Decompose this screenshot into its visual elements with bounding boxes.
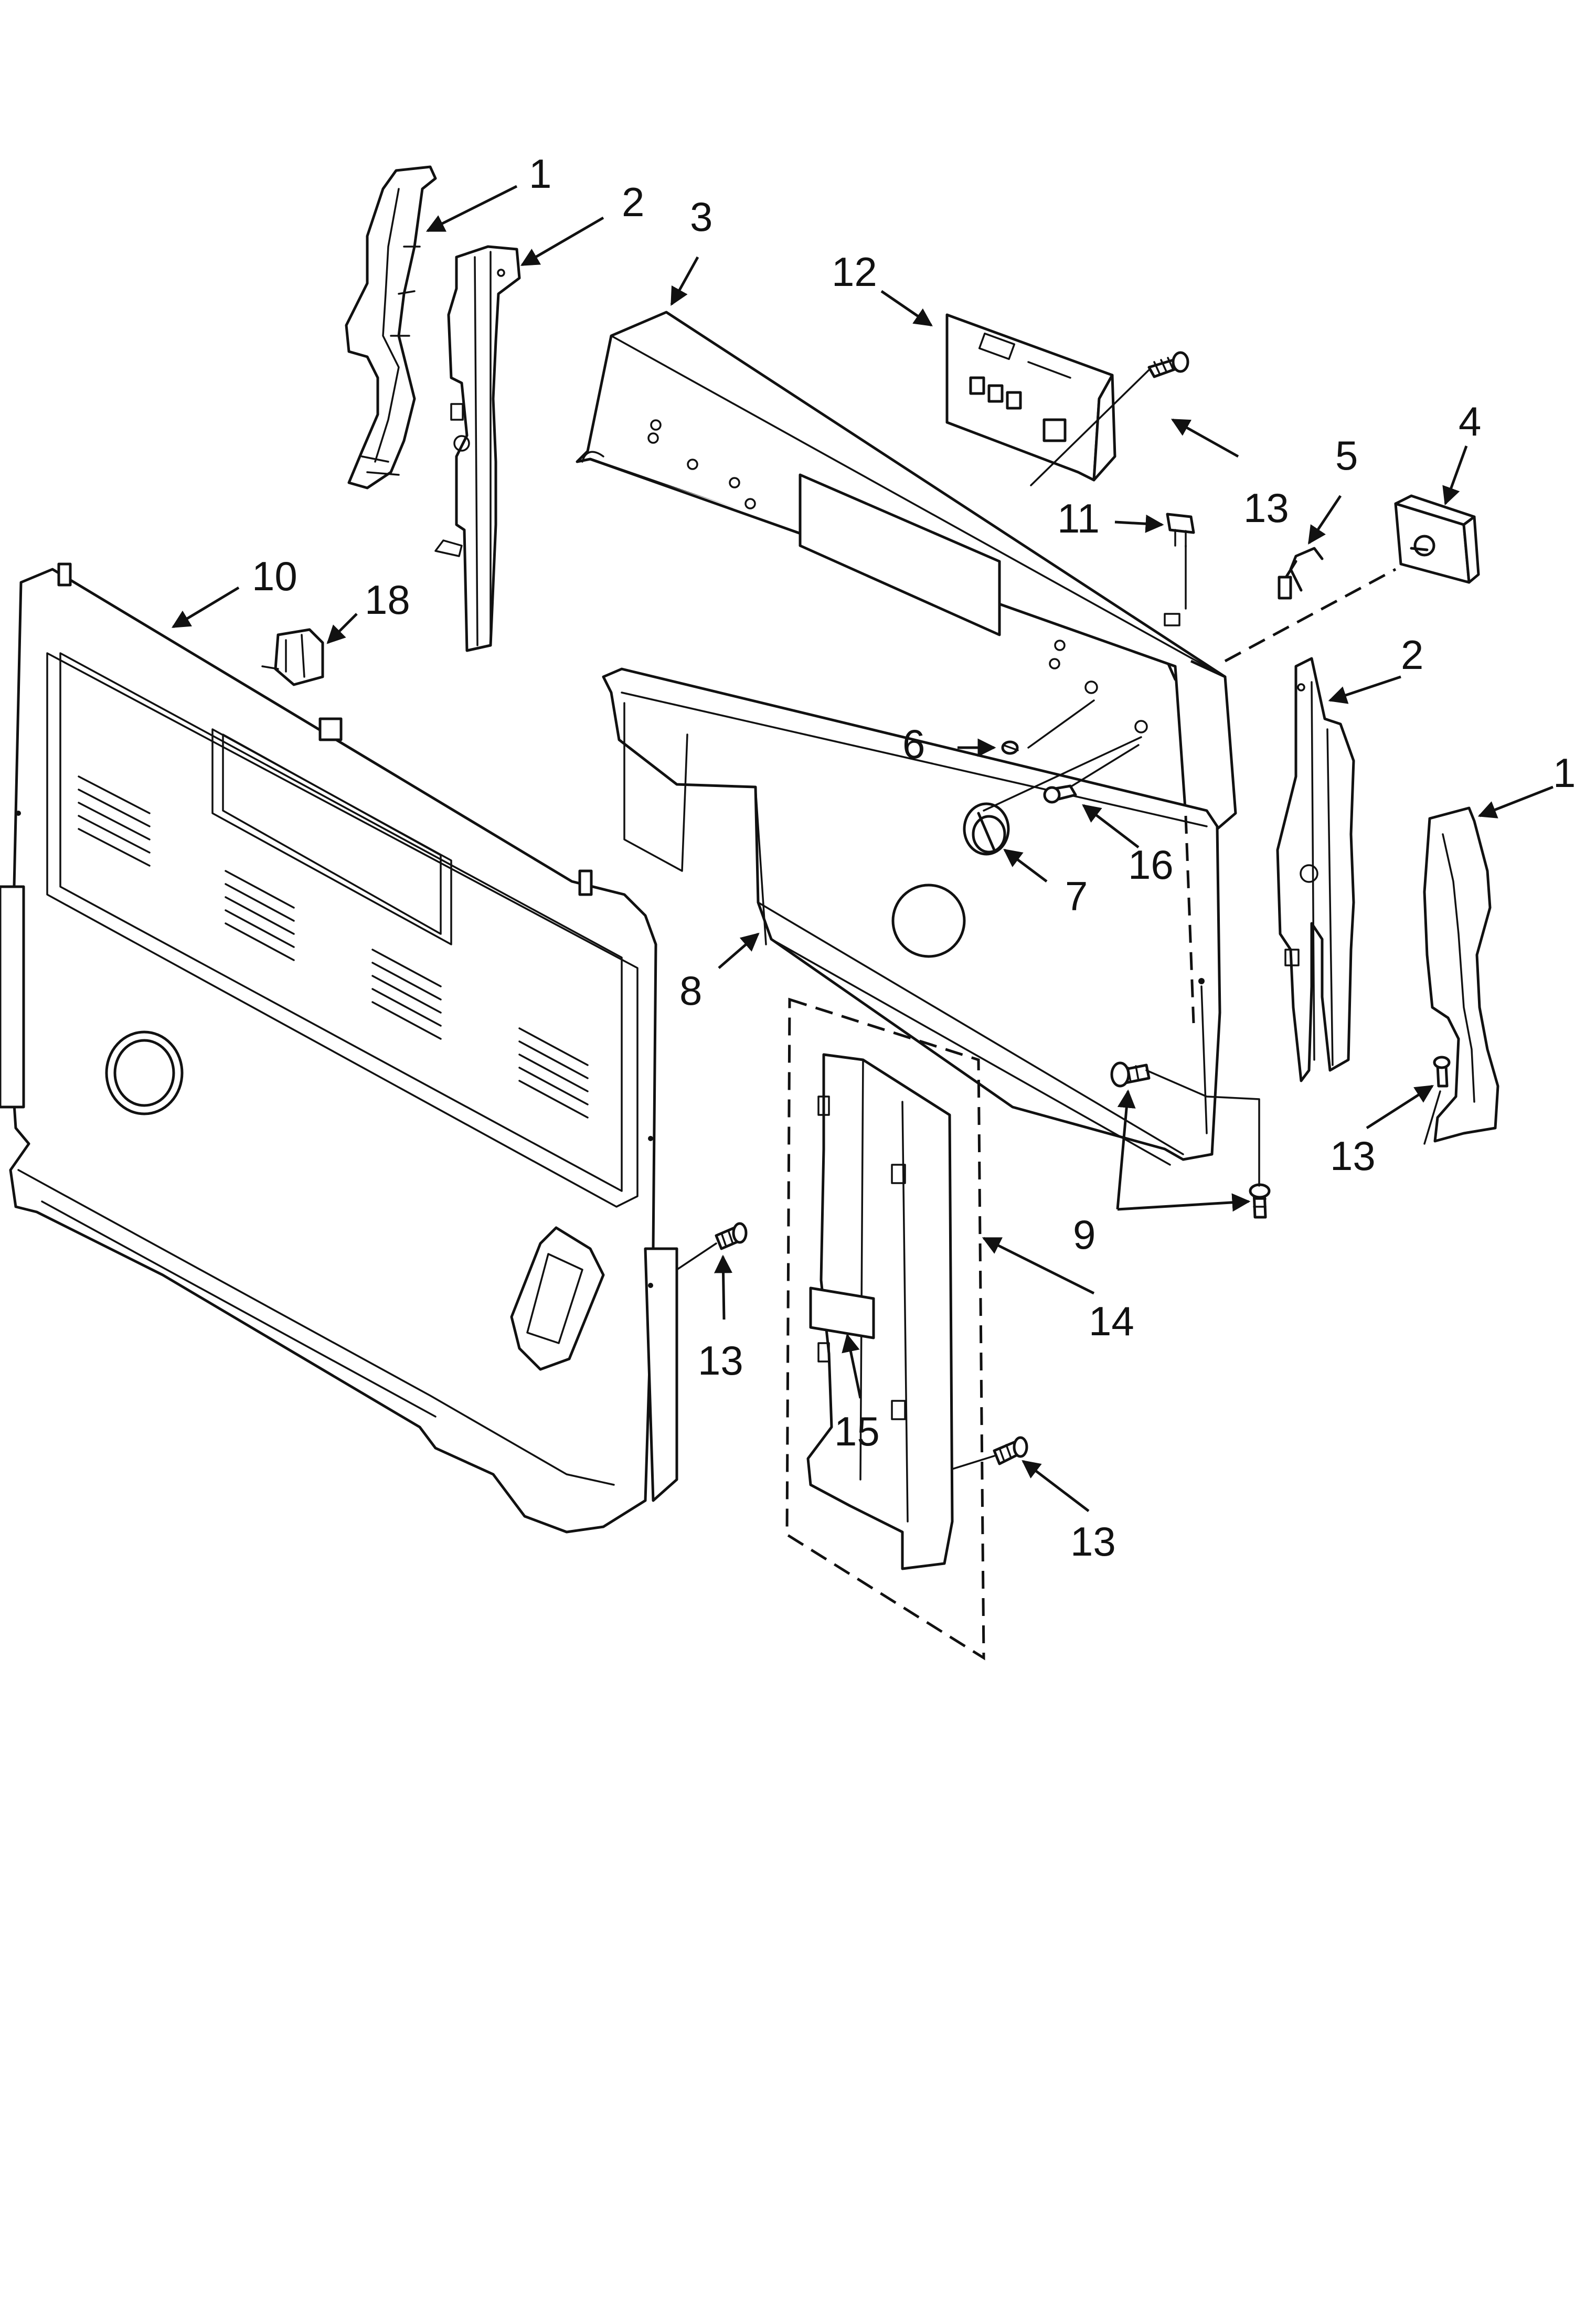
screw-13-mid — [715, 1222, 748, 1250]
callout-13-mid: 13 — [698, 1337, 743, 1384]
side-trim-right — [1276, 657, 1355, 1082]
callout-18: 18 — [365, 577, 410, 623]
callout-7: 7 — [1065, 873, 1088, 919]
control-knob — [963, 802, 1010, 856]
callout-labels: 1 2 3 12 13 4 5 11 10 18 2 1 6 16 7 8 9 … — [252, 151, 1576, 1565]
callout-15: 15 — [834, 1408, 880, 1454]
wiring-label — [809, 1286, 875, 1339]
callout-leaders — [171, 185, 1554, 1512]
callout-11: 11 — [1057, 495, 1100, 541]
screw-13-right — [1433, 1056, 1451, 1088]
screw-16 — [1043, 784, 1077, 804]
rear-panel — [0, 562, 678, 1534]
callout-12: 12 — [832, 249, 877, 295]
callout-1-right: 1 — [1553, 750, 1576, 796]
callout-13-bottom: 13 — [1070, 1518, 1116, 1565]
callout-8: 8 — [679, 967, 702, 1014]
wire-harness — [1278, 547, 1324, 600]
callout-13-right: 13 — [1330, 1133, 1376, 1179]
callout-4: 4 — [1459, 398, 1481, 444]
callout-2-top: 2 — [622, 179, 644, 225]
screw-13-bottom — [993, 1436, 1028, 1465]
screw-9a — [1110, 1061, 1151, 1088]
callout-16: 16 — [1128, 842, 1174, 888]
callout-10: 10 — [252, 553, 297, 599]
screw-13-top — [1147, 351, 1189, 378]
wire-clip — [261, 628, 324, 686]
clock-control-module — [945, 313, 1116, 482]
assembly-lines — [676, 369, 1441, 1661]
screw-6 — [1001, 740, 1019, 755]
callout-6: 6 — [902, 721, 925, 767]
callout-14: 14 — [1089, 1298, 1134, 1344]
end-cap-left — [345, 165, 437, 490]
callout-2-right: 2 — [1401, 632, 1423, 678]
side-trim-left — [434, 245, 521, 652]
rocker-switch — [1166, 513, 1195, 548]
callout-1-top: 1 — [529, 151, 551, 197]
end-cap-right — [1423, 806, 1499, 1143]
callout-13-top: 13 — [1243, 485, 1289, 531]
callout-5: 5 — [1335, 432, 1358, 478]
callout-3: 3 — [690, 194, 712, 240]
callout-9: 9 — [1073, 1211, 1095, 1258]
screw-9b — [1249, 1183, 1271, 1219]
vent-slots — [78, 775, 589, 1119]
infinite-switch — [1394, 494, 1480, 584]
screws — [715, 351, 1451, 1465]
